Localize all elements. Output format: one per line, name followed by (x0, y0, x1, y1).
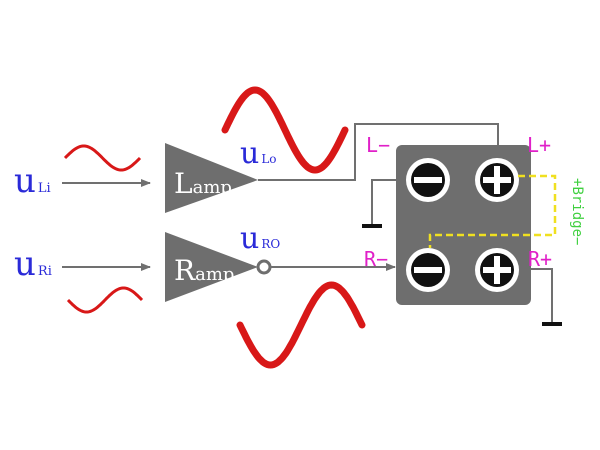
plus-terminal-icon (475, 158, 519, 202)
left-amplifier (165, 143, 258, 213)
output-right-waveform (236, 281, 366, 369)
input-left-waveform (63, 144, 142, 172)
minus-terminal-icon (406, 248, 450, 292)
ground-icon (542, 322, 562, 326)
r-plus-label: R+ (528, 247, 552, 271)
l-minus-label: L− (366, 133, 390, 157)
input-right-waveform (66, 286, 144, 314)
right-amplifier (165, 232, 258, 302)
left-amp-label: Lamp (174, 167, 232, 200)
r-minus-label: R− (364, 247, 388, 271)
l-plus-label: L+ (527, 133, 551, 157)
plus-terminal-icon (475, 248, 519, 292)
inverter-bubble-icon (256, 259, 272, 275)
output-left-waveform (221, 86, 349, 174)
left-ground-wire (371, 179, 400, 225)
right-amp-label: Ramp (174, 254, 234, 287)
bridge-label: +Bridge− (569, 178, 585, 245)
minus-terminal-icon (406, 158, 450, 202)
svg-text:+Bridge−: +Bridge− (569, 178, 585, 245)
bridge-dashed-line (428, 174, 557, 248)
left-output-wire (258, 123, 499, 181)
ground-icon (362, 224, 382, 228)
right-ground-wire (528, 268, 553, 322)
